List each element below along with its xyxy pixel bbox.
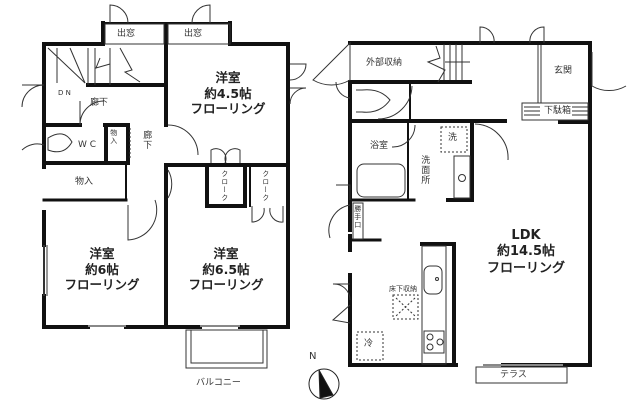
entrance-label: 玄関 <box>554 66 573 76</box>
room-western-65: 洋室 約6.5帖 フローリング <box>184 246 268 293</box>
underfloor-storage-label: 床下収納 <box>389 285 417 293</box>
closet-label-1: クローク <box>220 170 229 202</box>
hallway-label-2: 廊下 <box>141 130 152 150</box>
room-western-6: 洋室 約6帖 フローリング <box>60 246 144 293</box>
north-label: N <box>309 351 317 362</box>
wc-label: W C <box>78 140 97 150</box>
compass-rose <box>308 368 340 400</box>
room-floor: フローリング <box>486 260 565 276</box>
bay-window-label-1: 出窓 <box>117 29 136 39</box>
room-size: 約6.5帖 <box>202 261 250 277</box>
room-floor: フローリング <box>188 277 264 293</box>
room-western-45: 洋室 約4.5帖 フローリング <box>186 70 270 117</box>
washroom-label: 洗面所 <box>419 155 430 185</box>
outdoor-storage-label: 外部収納 <box>366 58 403 68</box>
room-name: 洋室 <box>215 70 241 85</box>
room-size: 約4.5帖 <box>204 85 252 101</box>
room-name: 洋室 <box>213 246 239 261</box>
room-floor: フローリング <box>190 101 266 117</box>
bay-window-label-2: 出窓 <box>184 29 203 39</box>
room-size: 約6帖 <box>85 261 119 277</box>
room-ldk: LDK 約14.5帖 フローリング <box>478 228 574 277</box>
fridge-label: 冷 <box>364 339 374 349</box>
storage-label: 物入 <box>75 177 94 187</box>
balcony-label: バルコニー <box>196 378 241 388</box>
room-name: 洋室 <box>89 246 115 261</box>
down-label: D N <box>58 89 71 97</box>
room-floor: フローリング <box>64 277 140 293</box>
service-door-label: 勝手口 <box>353 205 362 229</box>
shoe-box-label: 下駄箱 <box>543 106 573 118</box>
room-size: 約14.5帖 <box>496 244 556 260</box>
room-name: LDK <box>511 228 541 243</box>
washer-label: 洗 <box>448 133 458 143</box>
hallway-label-1: 廊下 <box>90 98 109 108</box>
storage-small-label: 物入 <box>109 129 118 145</box>
terrace-label: テラス <box>500 370 527 380</box>
bathroom-label: 浴室 <box>370 141 389 151</box>
closet-label-2: クローク <box>261 170 270 202</box>
